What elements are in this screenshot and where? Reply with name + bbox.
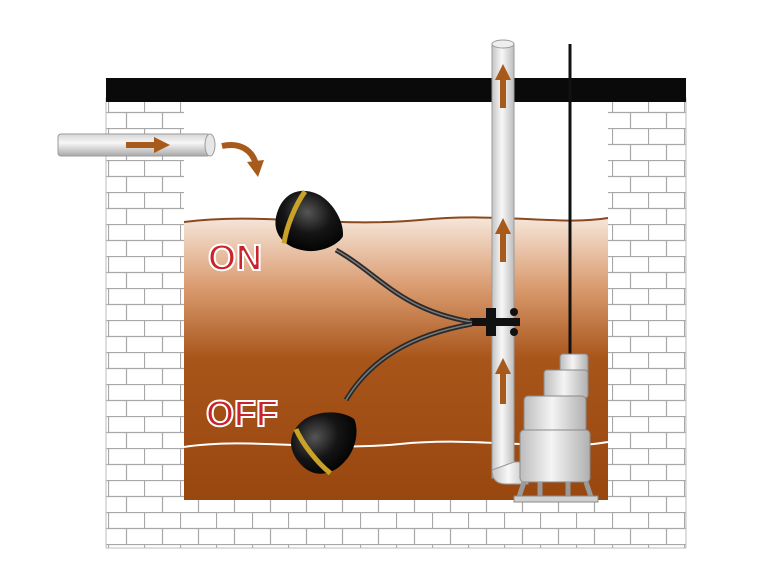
discharge-flow-arrow-top xyxy=(495,64,511,108)
discharge-pipe-icon xyxy=(491,39,529,485)
float-off-cable-highlight xyxy=(345,323,473,401)
water-level-on-line xyxy=(183,216,609,224)
discharge-flow-arrow-middle xyxy=(495,218,511,262)
left-wall xyxy=(106,98,184,502)
inlet-flow-arrow xyxy=(126,137,170,153)
float-switch-off-icon xyxy=(291,412,357,476)
float-switch-on-icon xyxy=(275,190,344,252)
float-on-cable-highlight xyxy=(335,249,473,323)
right-wall xyxy=(608,98,686,502)
top-slab xyxy=(106,78,686,102)
off-label: OFF xyxy=(206,393,278,434)
inlet-pipe-icon xyxy=(57,133,216,157)
discharge-flow-arrow-bottom xyxy=(495,358,511,404)
cable-clamp-icon xyxy=(470,308,520,336)
inflow-curved-arrow xyxy=(221,142,264,177)
floor xyxy=(106,500,686,548)
on-label: ON xyxy=(208,237,262,278)
submersible-pump-icon xyxy=(513,353,599,503)
brick-walls xyxy=(105,97,687,549)
